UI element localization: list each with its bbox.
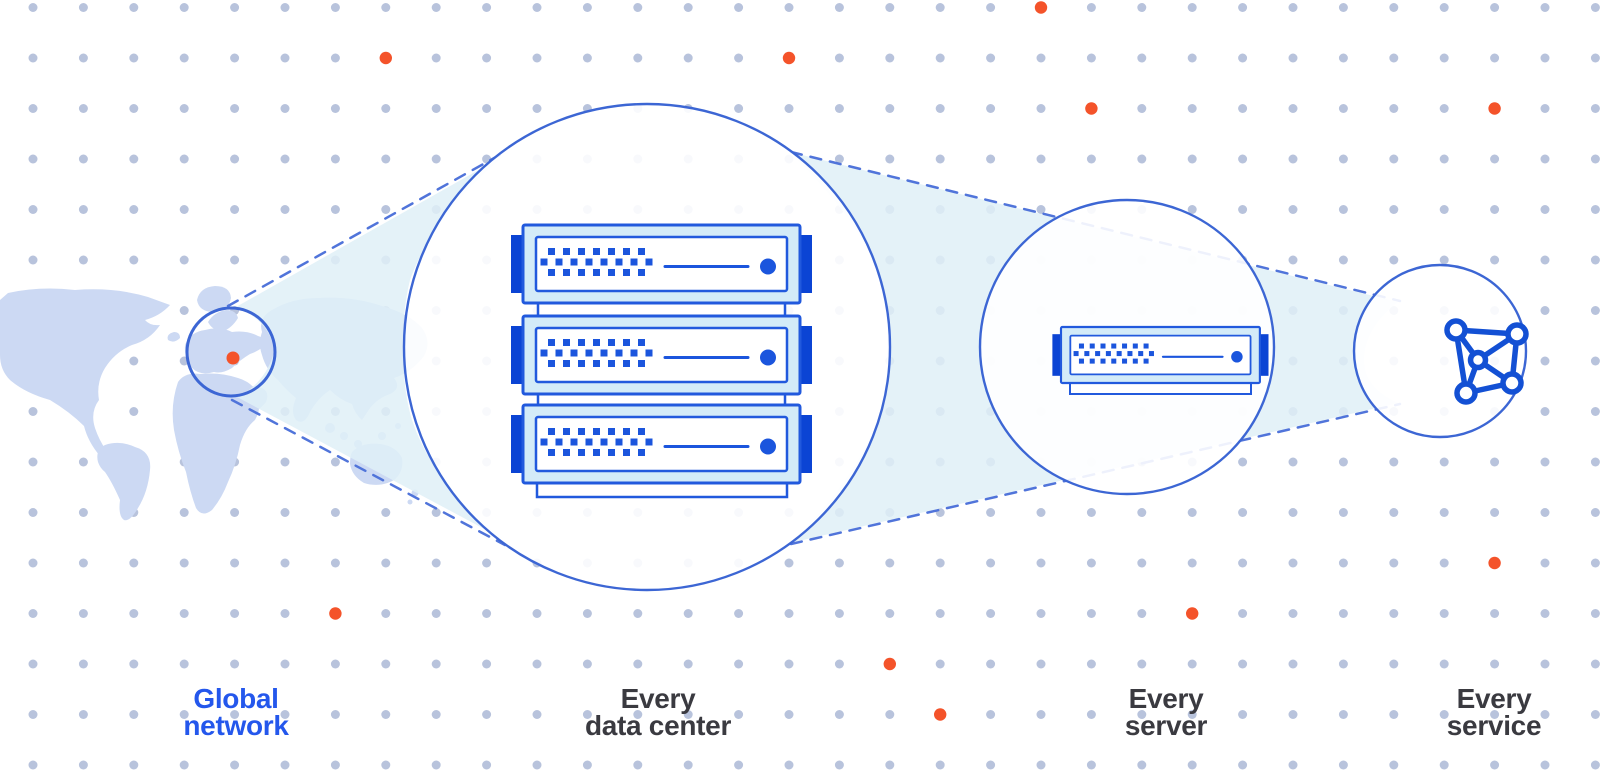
caption-line: service — [1446, 710, 1542, 741]
caption-line: Every — [620, 683, 696, 714]
mesh-node — [1454, 381, 1478, 405]
map-greenland — [197, 286, 231, 312]
caption-line: data center — [584, 710, 732, 741]
mesh-node — [1505, 322, 1529, 346]
caption-global-network: Global network — [183, 683, 289, 741]
map-new-zealand — [407, 499, 413, 505]
server-rack-stack — [509, 223, 814, 499]
map-north-america — [0, 288, 170, 456]
caption-line: Every — [1128, 683, 1204, 714]
caption-line: network — [183, 710, 289, 741]
caption-every-server: Every server — [1124, 683, 1208, 741]
mesh-network-icon — [1444, 318, 1529, 405]
map-uk — [167, 332, 180, 342]
dashed-line-top-right — [789, 150, 1402, 303]
map-europe — [184, 328, 270, 374]
zoom-dashed-lines — [226, 150, 1402, 547]
mesh-node — [1500, 371, 1524, 395]
single-server — [1051, 325, 1270, 395]
caption-every-data-center: Every data center — [584, 683, 732, 741]
map-scandinavia — [208, 310, 238, 332]
dashed-line-top-left — [226, 150, 507, 308]
mesh-node — [1444, 318, 1468, 342]
map-south-america — [97, 442, 151, 521]
mesh-node-center — [1467, 349, 1489, 371]
caption-line: server — [1124, 710, 1208, 741]
caption-line: Global — [193, 683, 279, 714]
dashed-line-bottom-right — [789, 402, 1402, 546]
caption-every-service: Every service — [1446, 683, 1542, 741]
map-africa — [172, 373, 260, 514]
dashed-line-bottom-left — [230, 398, 507, 547]
caption-line: Every — [1456, 683, 1532, 714]
location-marker-dot — [226, 351, 240, 365]
zoom-beam-left — [236, 155, 505, 540]
globe-focus-circle — [185, 306, 277, 398]
service-circle — [1352, 263, 1528, 439]
accent-dots — [329, 1, 1501, 721]
